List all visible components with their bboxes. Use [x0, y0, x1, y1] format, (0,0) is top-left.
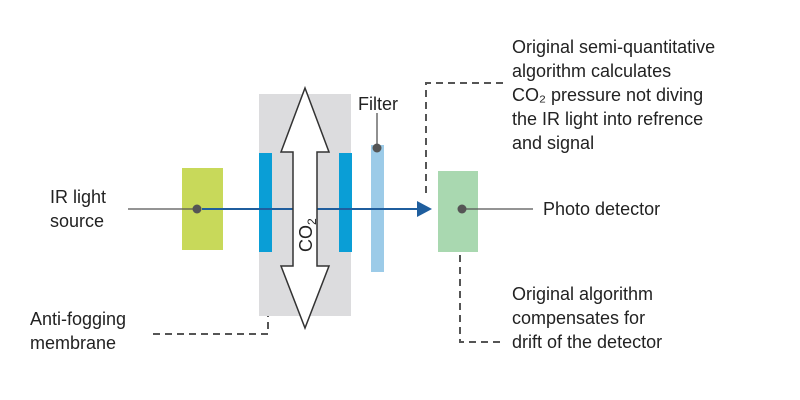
- ir-label-line-1: IR light: [50, 187, 107, 207]
- drift-compensation-note: Original algorithm compensates for drift…: [512, 282, 662, 354]
- membrane-dashed-connector: [153, 316, 269, 335]
- drift-note-line-1: Original algorithm: [512, 284, 654, 304]
- semi-note-line-5: and signal: [512, 133, 595, 153]
- drift-note-line-3: drift of the detector: [512, 332, 663, 352]
- detector-dot: [457, 204, 467, 214]
- semi-note-line-1: Original semi-quantitative: [512, 37, 716, 57]
- co2-arrow-label: CO2: [296, 218, 319, 252]
- semi-note-line-4: the IR light into refrence: [512, 109, 704, 129]
- anti-fogging-membrane-left: [259, 153, 272, 252]
- drift-dashed-connector: [459, 255, 503, 343]
- filter-label-text: Filter: [358, 94, 398, 114]
- membrane-label-line-2: membrane: [30, 333, 117, 353]
- filter-label: Filter: [358, 92, 398, 116]
- semi-quantitative-note: Original semi-quantitative algorithm cal…: [512, 35, 715, 155]
- ir-light-source-label: IR light source: [50, 185, 106, 233]
- semi-note-line-2: algorithm calculates: [512, 61, 672, 81]
- photo-detector-label-text: Photo detector: [543, 199, 661, 219]
- semi-quant-dashed-connector: [425, 82, 503, 197]
- semi-note-line-3: CO₂ pressure not diving: [512, 85, 704, 105]
- filter-dot: [372, 143, 382, 153]
- ir-source-dot: [192, 204, 202, 214]
- drift-note-line-2: compensates for: [512, 308, 646, 328]
- anti-fogging-membrane-label: Anti-fogging membrane: [30, 307, 126, 355]
- photo-detector-label: Photo detector: [543, 197, 660, 221]
- membrane-label-line-1: Anti-fogging: [30, 309, 127, 329]
- photo-detector-block: [438, 171, 478, 252]
- co2-double-arrow: [279, 85, 331, 331]
- ir-label-line-2: source: [50, 211, 105, 231]
- ir-beam-arrowhead: [417, 201, 432, 217]
- anti-fogging-membrane-right: [339, 153, 352, 252]
